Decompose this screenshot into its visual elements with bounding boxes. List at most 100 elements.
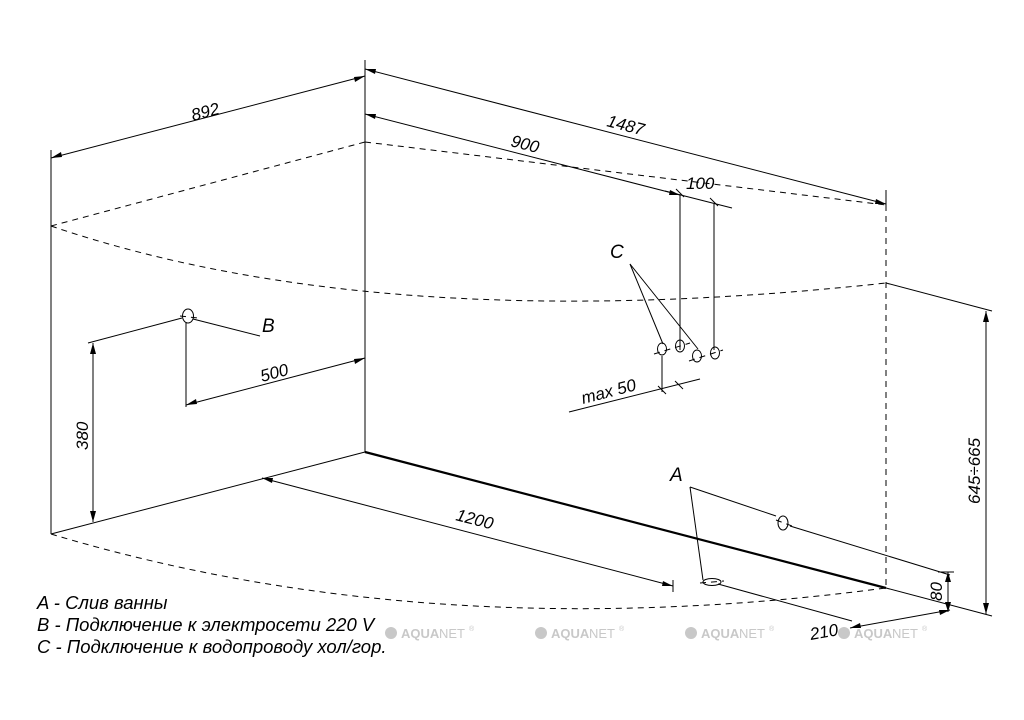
arrow-head: [354, 358, 365, 364]
watermark-registered: ®: [922, 625, 928, 633]
tick-mark: [657, 385, 667, 395]
arrow-head: [850, 623, 861, 628]
tick-mark: [675, 188, 685, 198]
water-supply-c: C: [610, 242, 724, 392]
dimension-900: 900: [364, 106, 681, 196]
leader-line: [689, 486, 777, 517]
left-wall-floor-edge: [50, 451, 366, 535]
watermark-4: AQUA NET ®: [838, 625, 928, 641]
dimension-line: [849, 609, 951, 629]
arrow-head: [365, 114, 376, 119]
tick-mark: [674, 380, 684, 390]
watermark-group: AQUA NET ® AQUA NET ® AQUA NET ® AQUA NE…: [385, 625, 928, 641]
arrow-head: [983, 603, 989, 614]
watermark-3: AQUA NET ®: [685, 625, 775, 641]
arrow-head: [939, 610, 950, 615]
arrow-head: [90, 343, 96, 354]
watermark-brand-prefix: AQUA: [401, 626, 440, 641]
dimension-80: 80: [927, 571, 954, 612]
arrow-head: [875, 199, 886, 204]
dimension-label-892: 892: [189, 99, 222, 125]
dimension-line: [261, 477, 674, 587]
outlet-axis: [179, 315, 199, 319]
watermark-1: AQUA NET ®: [385, 625, 475, 641]
aquanet-logo-icon: [385, 627, 397, 639]
dimension-line: [185, 357, 366, 406]
watermark-brand-suffix: NET: [892, 626, 918, 641]
watermark-registered: ®: [619, 625, 625, 633]
dimension-210: 210: [807, 609, 951, 644]
dimension-1487: 1487: [364, 68, 887, 205]
watermark-brand-prefix: AQUA: [551, 626, 590, 641]
aquanet-logo-icon: [685, 627, 697, 639]
point-label-a: A: [669, 465, 683, 486]
point-label-c: C: [610, 242, 624, 263]
legend-item-b: B - Подключение к электросети 220 V: [37, 614, 375, 635]
dimension-645-665: 645÷665: [885, 282, 993, 617]
back-wall-floor-edge: [364, 450, 887, 590]
dimension-1200: 1200: [261, 477, 674, 592]
overflow-axis: [775, 519, 793, 527]
tub-bottom-front-curve: [50, 533, 887, 610]
dimension-500: 500: [185, 357, 366, 406]
aquanet-logo-icon: [535, 627, 547, 639]
watermark-brand-suffix: NET: [589, 626, 615, 641]
dimension-label-645-665: 645÷665: [965, 437, 984, 504]
walls: [50, 142, 887, 590]
watermark-2: AQUA NET ®: [535, 625, 625, 641]
arrow-head: [354, 76, 365, 82]
watermark-brand-suffix: NET: [439, 626, 465, 641]
legend: A - Слив ванны B - Подключение к электро…: [37, 592, 387, 658]
extension-line: [885, 587, 993, 617]
water-pipe-hot-outer: [692, 349, 702, 363]
dimension-label-80: 80: [927, 582, 946, 601]
dimension-100: 100: [664, 174, 733, 350]
drain-extension-line: [789, 525, 951, 576]
dimension-label-210: 210: [807, 620, 840, 644]
drain-a: A: [669, 465, 951, 622]
dimension-label-1487: 1487: [605, 111, 647, 139]
leader-line: [629, 263, 664, 345]
dimension-label-100: 100: [686, 174, 715, 193]
watermark-brand-suffix: NET: [739, 626, 765, 641]
extension-line: [885, 282, 993, 312]
arrow-head: [983, 311, 989, 322]
arrow-head: [365, 69, 376, 74]
dimension-line: [364, 68, 887, 205]
watermark-brand-prefix: AQUA: [701, 626, 740, 641]
point-label-b: B: [262, 316, 275, 337]
arrow-head: [90, 511, 96, 522]
leader-line: [192, 318, 261, 337]
dimension-label-1200: 1200: [454, 505, 496, 533]
water-pipe-hot-inner: [710, 346, 720, 360]
drain-axis: [699, 580, 725, 584]
tub-top-front-curve: [50, 225, 887, 302]
tub-top-back-edge: [364, 141, 887, 206]
arrow-head: [662, 581, 673, 586]
watermark-registered: ®: [769, 625, 775, 633]
drain-extension-line: [717, 583, 853, 622]
leader-line: [629, 263, 699, 350]
watermark-registered: ®: [469, 625, 475, 633]
aquanet-logo-icon: [838, 627, 850, 639]
dimension-label-900: 900: [509, 131, 542, 157]
bathtub-outline: [50, 141, 887, 610]
arrow-head: [51, 152, 62, 158]
arrow-head: [186, 399, 197, 405]
dimension-label-max-50: max 50: [579, 375, 638, 407]
dimension-line: [50, 75, 366, 159]
drain-hole-icon: [702, 578, 722, 586]
leader-line: [689, 486, 704, 581]
legend-item-a: A - Слив ванны: [37, 592, 168, 613]
arrow-head: [945, 602, 951, 612]
water-pipe-cold-outer: [657, 342, 667, 356]
dimension-892: 892: [50, 60, 366, 226]
arrow-head: [262, 478, 273, 483]
water-pipe-cold-inner: [675, 339, 685, 353]
power-outlet-b: B: [87, 308, 275, 407]
dimension-max-50: max 50: [568, 375, 701, 413]
drain-overflow-icon: [777, 515, 789, 531]
dimension-380: 380: [73, 343, 96, 522]
tick-mark: [709, 197, 719, 207]
